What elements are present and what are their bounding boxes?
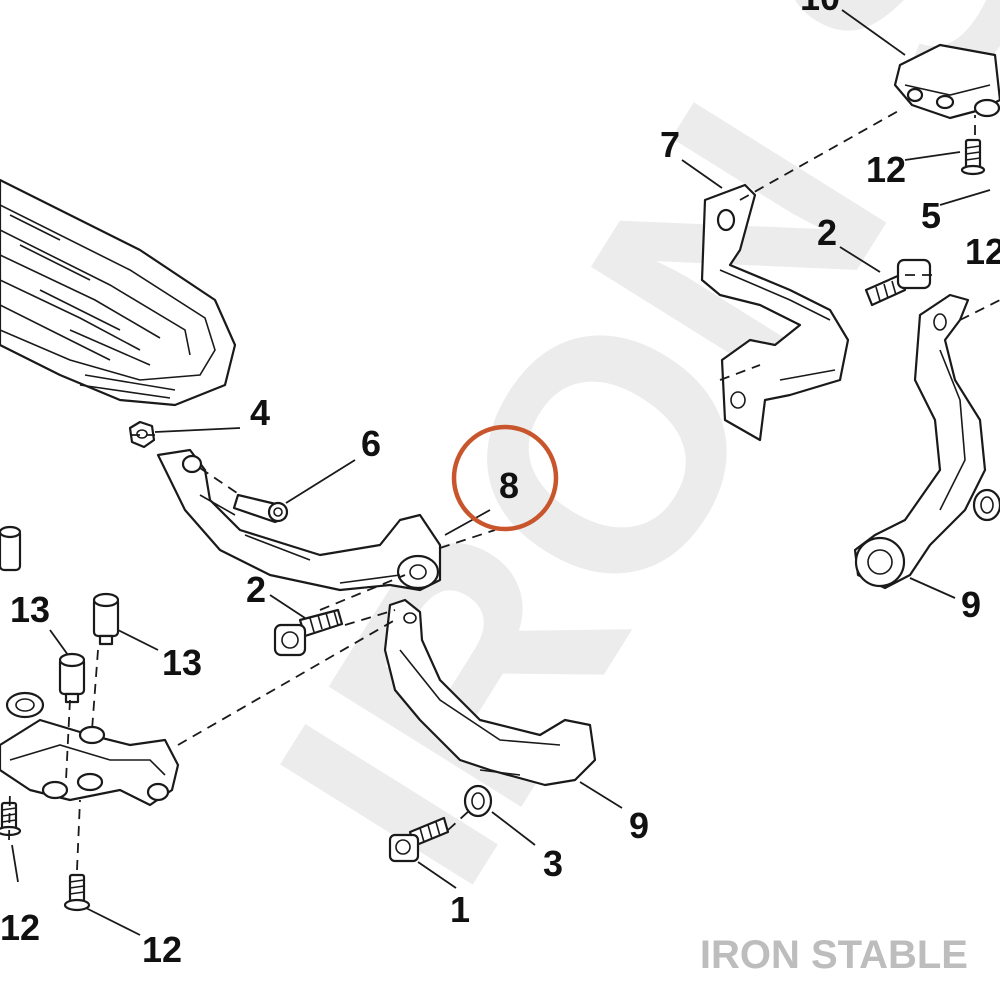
callout-10: 10 — [800, 0, 840, 18]
arm-8 — [156, 448, 442, 592]
washer-3 — [463, 784, 493, 818]
callout-12: 12 — [965, 231, 1000, 272]
cap-13-a — [0, 525, 22, 572]
cap-13-b — [92, 592, 120, 646]
callout-5: 5 — [921, 195, 941, 236]
nut-4 — [128, 420, 156, 449]
callout-9: 9 — [961, 584, 981, 625]
bolt-2-left — [273, 608, 344, 657]
callout-13: 13 — [162, 642, 202, 683]
floorboard-part — [0, 178, 237, 407]
washer-right — [972, 488, 1000, 522]
assembly-lines — [8, 109, 1000, 871]
bolt-1 — [388, 816, 450, 863]
callout-7: 7 — [660, 124, 680, 165]
bracket-7 — [700, 183, 850, 442]
callout-6: 6 — [361, 423, 381, 464]
watermark-logo: IRON STABLE — [207, 0, 1000, 940]
mount-plate-part — [0, 691, 180, 807]
cap-13-c — [58, 652, 86, 704]
callout-2: 2 — [246, 569, 266, 610]
arm-9-right — [853, 293, 987, 590]
pin-6 — [232, 493, 289, 524]
bracket-10 — [893, 43, 1000, 120]
svg-text:IRON STABLE: IRON STABLE — [207, 0, 1000, 940]
brand-label: IRON STABLE — [700, 933, 968, 977]
arm-9-center — [383, 598, 597, 787]
callout-3: 3 — [543, 843, 563, 884]
callout-12: 12 — [0, 907, 40, 948]
screw-12-c — [960, 138, 986, 176]
callout-2: 2 — [817, 212, 837, 253]
callout-12: 12 — [866, 149, 906, 190]
callout-1: 1 — [450, 889, 470, 930]
callout-9: 9 — [629, 805, 649, 846]
bolt-2-right — [864, 258, 932, 307]
callout-13: 13 — [10, 589, 50, 630]
leader-lines — [11, 9, 991, 936]
callout-8: 8 — [499, 465, 519, 506]
highlight-circle — [451, 424, 559, 532]
screw-12-b — [63, 873, 91, 912]
callout-12: 12 — [142, 929, 182, 970]
callout-4: 4 — [250, 392, 270, 433]
